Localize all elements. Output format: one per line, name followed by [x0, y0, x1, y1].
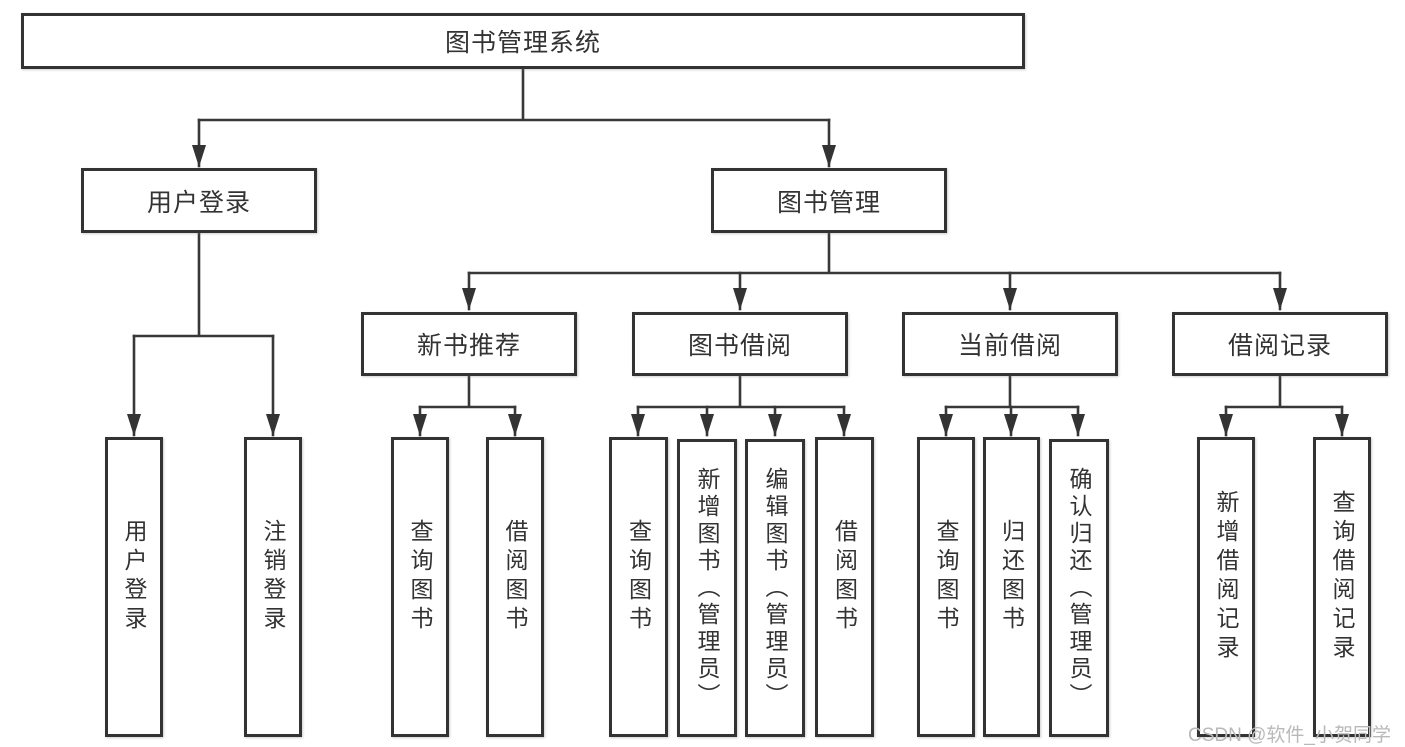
leaf-current-query-book: 查询图书 — [917, 437, 975, 737]
connector-management-branch — [467, 231, 1282, 275]
leaf-current-return-book: 归还图书 — [983, 437, 1040, 737]
node-current-borrow: 当前借阅 — [902, 312, 1118, 376]
leaf-newrec-borrow-book-label: 借阅图书 — [502, 519, 528, 635]
connector-current-branch — [944, 374, 1080, 409]
leaf-logout: 注销登录 — [244, 437, 302, 737]
connector-newrec-branch — [418, 374, 517, 409]
leaf-records-add-record: 新增借阅记录 — [1197, 437, 1255, 737]
leaf-borrow-add-book-admin: 新增图书（管理员） — [677, 439, 737, 737]
leaf-user-login: 用户登录 — [105, 437, 163, 737]
node-book-management-label: 图书管理 — [776, 188, 881, 217]
node-borrow-records: 借阅记录 — [1172, 312, 1388, 376]
node-book-borrow-label: 图书借阅 — [687, 332, 792, 360]
watermark: CSDN @软件_小贺同学 — [1188, 725, 1391, 746]
node-new-book-recommend-label: 新书推荐 — [416, 332, 521, 360]
leaf-records-add-record-label: 新增借阅记录 — [1213, 490, 1239, 664]
leaf-newrec-query-book: 查询图书 — [391, 437, 449, 737]
leaf-borrow-add-book-admin-label: 新增图书（管理员） — [694, 466, 720, 710]
node-user-login-label: 用户登录 — [146, 188, 251, 217]
leaf-borrow-edit-book-admin: 编辑图书（管理员） — [745, 439, 805, 737]
node-new-book-recommend: 新书推荐 — [361, 312, 577, 376]
node-user-login: 用户登录 — [81, 168, 317, 233]
connector-root-branch — [197, 66, 831, 122]
connector-records-branch — [1224, 374, 1344, 409]
leaf-current-return-book-label: 归还图书 — [998, 519, 1025, 635]
leaf-user-login-label: 用户登录 — [121, 519, 147, 635]
leaf-current-confirm-return-admin-label: 确认归还（管理员） — [1066, 466, 1092, 710]
leaf-newrec-borrow-book: 借阅图书 — [486, 437, 544, 737]
connector-borrow-branch — [636, 374, 846, 409]
connector-login-branch — [132, 231, 275, 338]
node-book-management: 图书管理 — [711, 168, 947, 233]
node-current-borrow-label: 当前借阅 — [957, 332, 1062, 360]
leaf-records-query-record-label: 查询借阅记录 — [1329, 490, 1355, 664]
leaf-borrow-query-book-label: 查询图书 — [625, 519, 652, 635]
leaf-borrow-borrow-book: 借阅图书 — [815, 437, 874, 737]
leaf-borrow-edit-book-admin-label: 编辑图书（管理员） — [762, 466, 788, 710]
leaf-current-confirm-return-admin: 确认归还（管理员） — [1049, 439, 1109, 737]
node-library-system-label: 图书管理系统 — [444, 29, 601, 57]
leaf-borrow-query-book: 查询图书 — [609, 437, 668, 737]
leaf-newrec-query-book-label: 查询图书 — [407, 519, 433, 635]
leaf-borrow-borrow-book-label: 借阅图书 — [831, 519, 858, 635]
leaf-records-query-record: 查询借阅记录 — [1313, 437, 1371, 737]
node-borrow-records-label: 借阅记录 — [1227, 332, 1332, 360]
node-book-borrow: 图书借阅 — [632, 312, 848, 376]
node-library-system: 图书管理系统 — [21, 13, 1025, 69]
leaf-current-query-book-label: 查询图书 — [933, 519, 959, 635]
leaf-logout-label: 注销登录 — [260, 519, 286, 635]
